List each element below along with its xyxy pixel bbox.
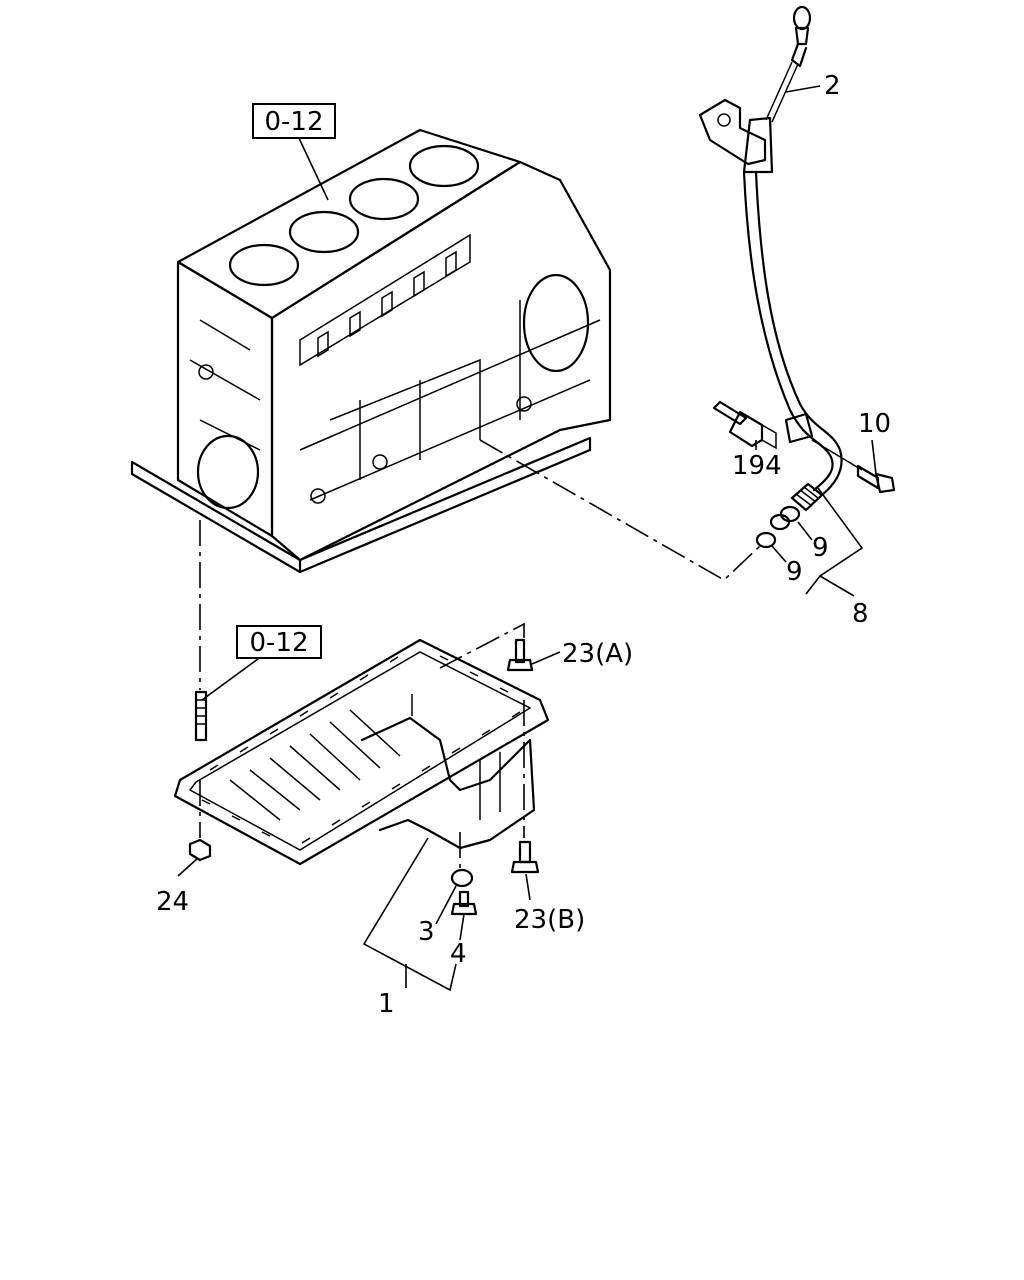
callout-9-lower: 9	[786, 557, 803, 587]
callout-4: 4	[450, 939, 467, 969]
oil-pan	[173, 638, 550, 866]
callout-24: 24	[156, 887, 189, 917]
leader-lines	[177, 85, 877, 992]
engine-block	[130, 128, 612, 574]
ref-box-middle-label: 0-12	[249, 628, 308, 658]
pan-stud	[194, 690, 208, 742]
oil-level-gauge	[698, 5, 843, 512]
ref-box-top: 0-12	[252, 103, 336, 139]
washer-3	[450, 868, 474, 888]
callout-8: 8	[852, 599, 869, 629]
bolt-23a	[506, 638, 534, 672]
ref-box-middle: 0-12	[236, 625, 322, 659]
callout-23a: 23(A)	[562, 639, 633, 669]
nut-24	[188, 838, 212, 862]
callout-194: 194	[732, 451, 782, 481]
callout-2: 2	[824, 71, 841, 101]
bolt-23b	[510, 840, 540, 874]
callout-23b: 23(B)	[514, 905, 585, 935]
stud-194	[712, 400, 777, 450]
callout-1: 1	[378, 989, 395, 1019]
o-rings-9	[755, 505, 801, 549]
bolt-10	[811, 439, 896, 494]
ref-box-top-label: 0-12	[264, 107, 323, 137]
callout-3: 3	[418, 917, 435, 947]
callout-9-upper: 9	[812, 533, 829, 563]
callout-10: 10	[858, 409, 891, 439]
assembly-lines	[199, 439, 761, 868]
callout-labels: 2 10 194 9 9 8 23(A) 23(B) 24 3 4 1	[156, 71, 891, 1019]
drain-plug-4	[450, 890, 478, 916]
